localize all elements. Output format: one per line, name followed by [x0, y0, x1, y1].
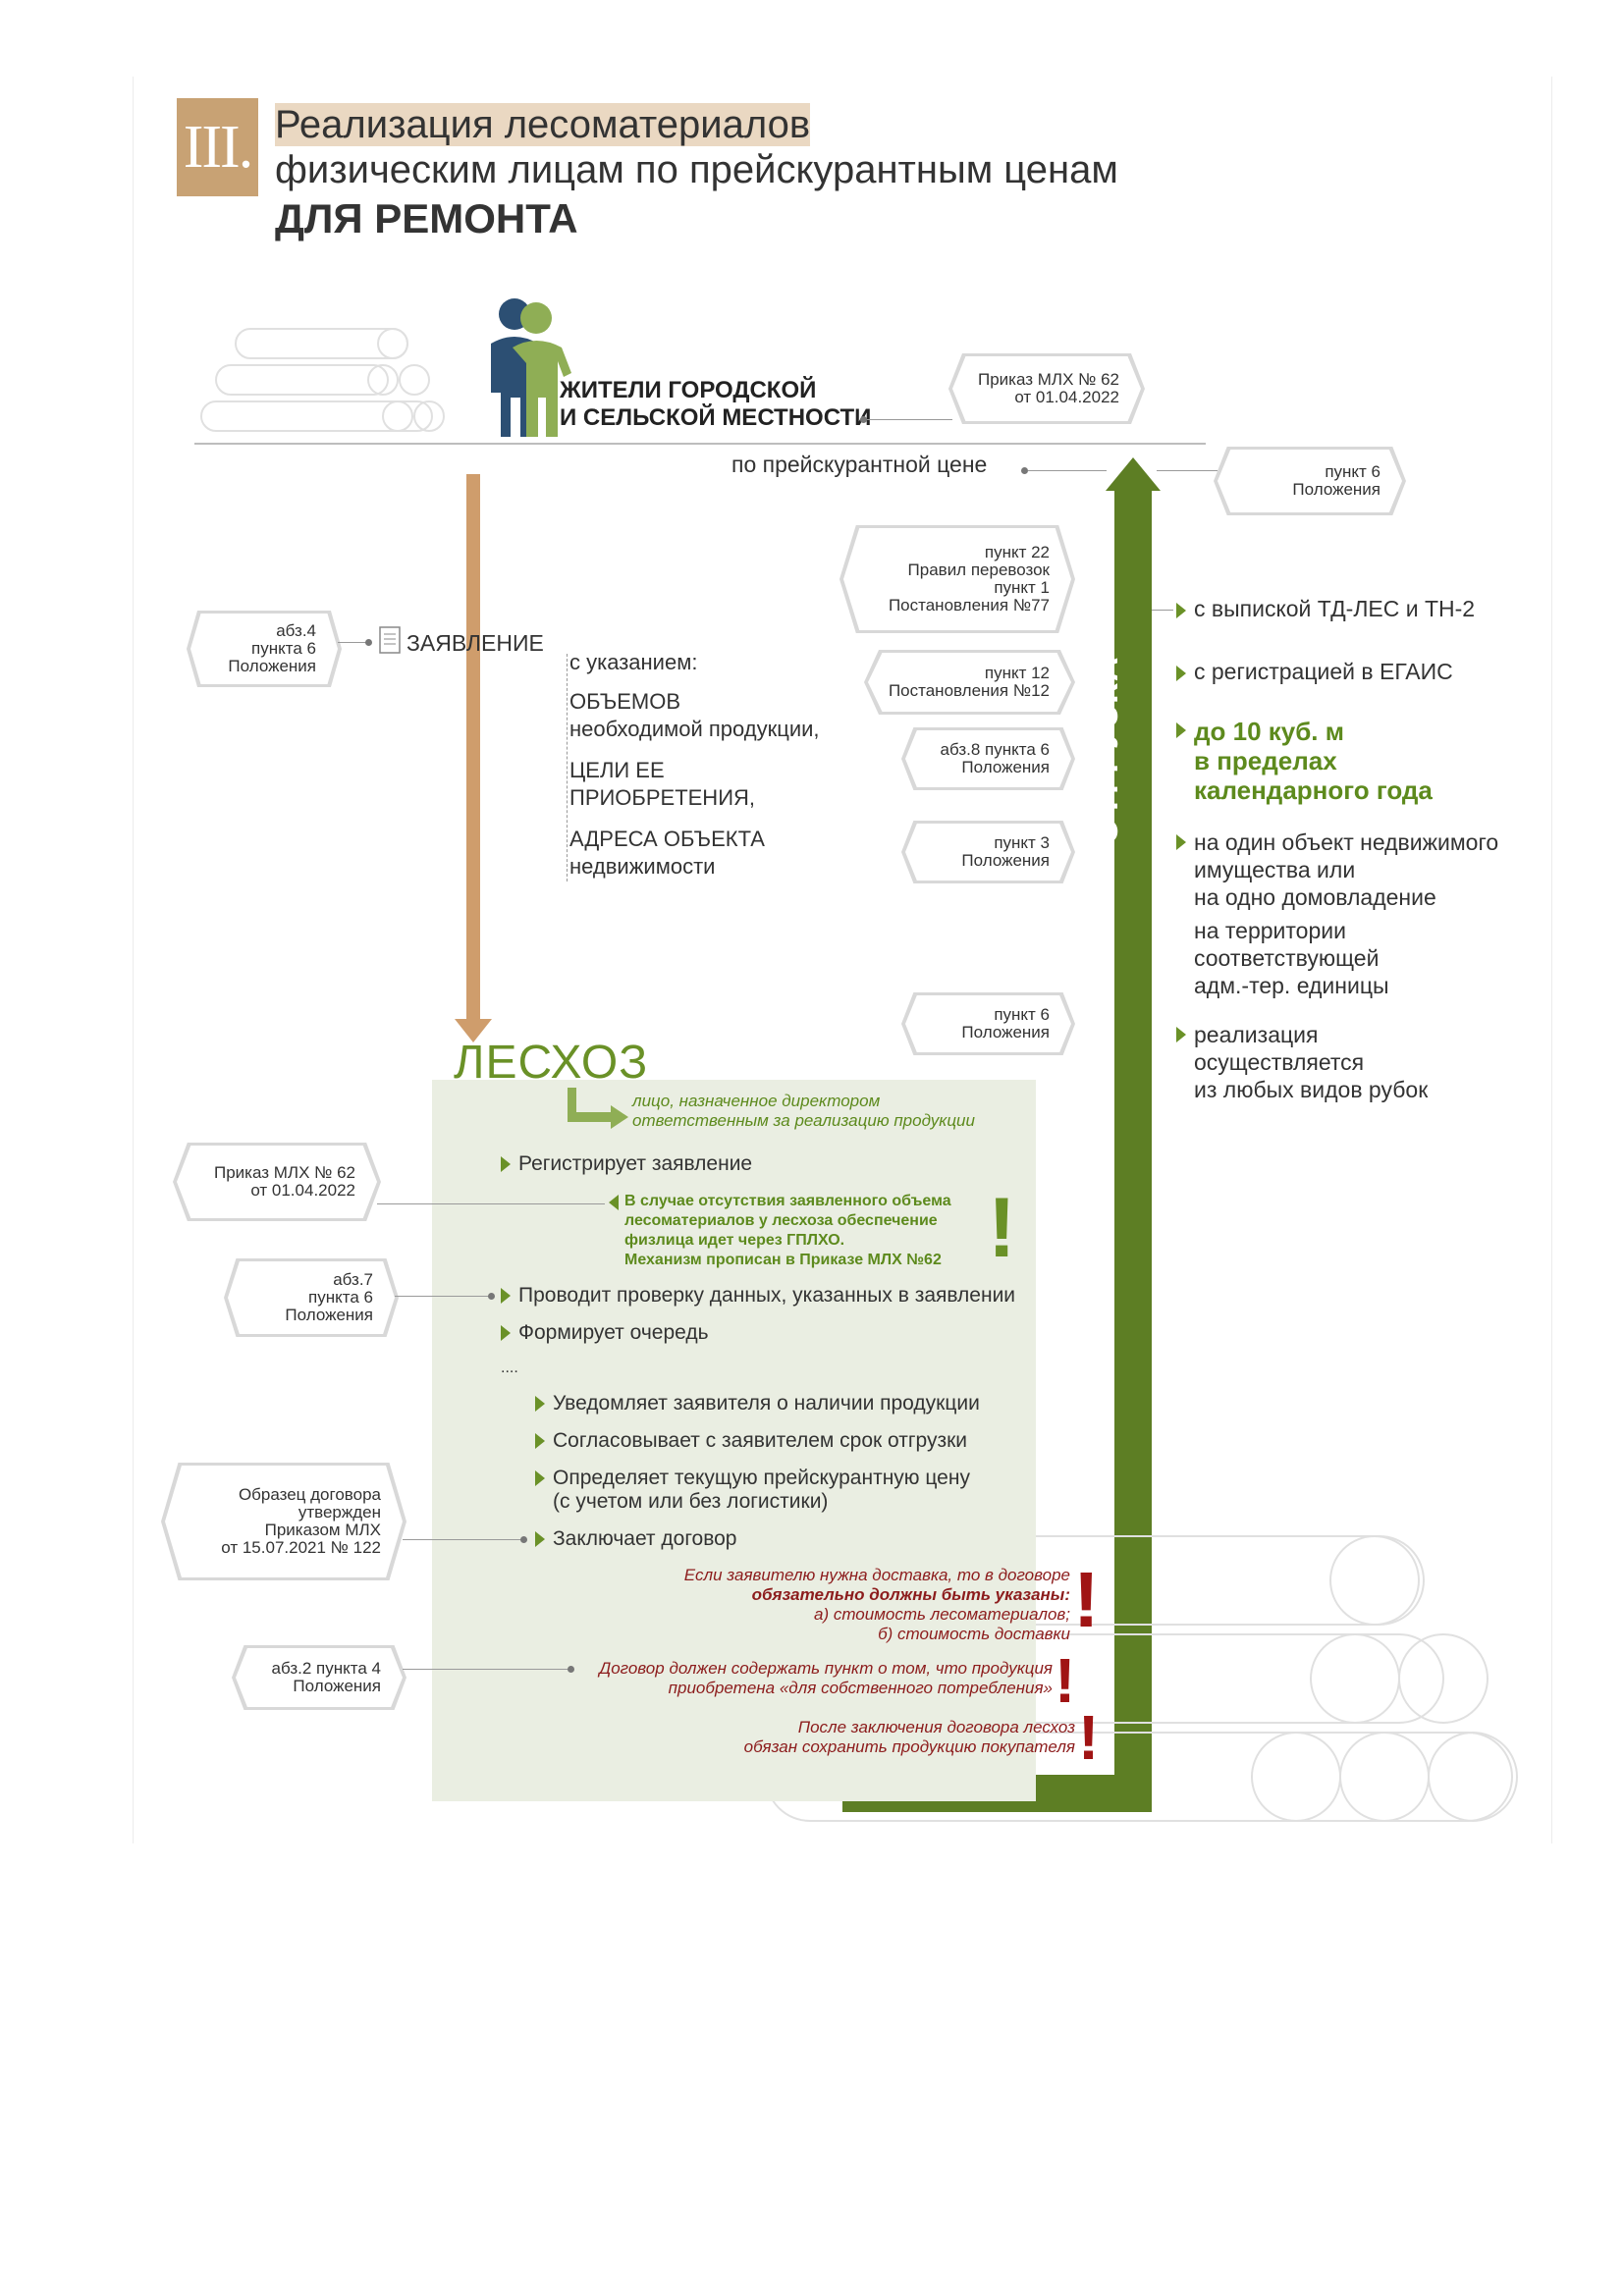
connector [403, 1539, 522, 1540]
title-line-3: ДЛЯ РЕМОНТА [275, 195, 578, 241]
exclamation-icon: ! [1055, 1645, 1076, 1716]
shipment-cuts: реализация осуществляется из любых видов… [1176, 1021, 1428, 1103]
leshoz-title: ЛЕСХОЗ [454, 1037, 649, 1089]
title-line-1: Реализация лесоматериалов [275, 103, 811, 146]
connector-dot [1021, 467, 1028, 474]
note-keep-products: После заключения договора лесхоз обязан … [743, 1718, 1075, 1756]
document-icon [379, 626, 401, 654]
step-register: Регистрирует заявление [501, 1152, 752, 1176]
application-intro: с указанием: [569, 650, 698, 674]
badge-abz2: абз.2 пункта 4 Положения [236, 1648, 403, 1707]
application-item-purpose: ЦЕЛИ ЕЕ ПРИОБРЕТЕНИЯ, [569, 758, 756, 810]
connector [403, 1669, 569, 1670]
application-bracket [567, 654, 568, 881]
application-label: ЗАЯВЛЕНИЕ [406, 630, 544, 656]
warning-gplho: В случае отсутствия заявленного объема л… [624, 1193, 951, 1268]
logs-icon [200, 328, 445, 432]
shipment-condition-td-les: с выпиской ТД-ЛЕС и ТН-2 [1176, 595, 1475, 622]
corner-arrow-icon [568, 1088, 628, 1129]
connector-dot [488, 1293, 495, 1300]
badge-abz7: абз.7 пункта 6 Положения [228, 1261, 395, 1334]
divider-line [194, 443, 1206, 445]
connector-dot [568, 1666, 574, 1673]
section-number: III. [177, 98, 258, 196]
shipment-territory: на территории соответствующей адм.-тер. … [1194, 918, 1389, 998]
connector-dot [365, 639, 372, 646]
badge-punkt6-mid: пункт 6 Положения [905, 995, 1071, 1052]
badge-prikaz-62-top: Приказ МЛХ № 62 от 01.04.2022 [952, 356, 1141, 421]
connector [864, 419, 952, 420]
step-check: Проводит проверку данных, указанных в за… [501, 1284, 1015, 1308]
connector-dot [520, 1536, 527, 1543]
shipment-arrow [1114, 491, 1152, 1777]
steps-ellipsis: .... [501, 1360, 518, 1376]
connector [1028, 470, 1107, 471]
application-arrow-head [455, 1019, 492, 1042]
people-icon [491, 298, 571, 437]
step-agree-date: Согласовывает с заявителем срок отгрузки [535, 1429, 967, 1453]
step-notify: Уведомляет заявителя о наличии продукции [535, 1392, 980, 1415]
exclamation-icon: ! [1073, 1556, 1100, 1643]
connector [1157, 470, 1218, 471]
step-price: Определяет текущую прейскурантную цену (… [535, 1467, 970, 1514]
warning-pointer-icon [609, 1195, 619, 1210]
badge-prikaz-62-mid: Приказ МЛХ № 62 от 01.04.2022 [177, 1146, 377, 1218]
badge-punkt12: пункт 12 Постановления №12 [868, 653, 1071, 712]
page-frame [133, 77, 1552, 1843]
badge-punkt3: пункт 3 Положения [905, 824, 1071, 881]
badge-abz8: абз.8 пункта 6 Положения [905, 730, 1071, 787]
application-item-address: АДРЕСА ОБЪЕКТА недвижимости [569, 827, 765, 879]
leshoz-responsible: лицо, назначенное директором ответственн… [632, 1092, 975, 1130]
badge-punkt22: пункт 22 Правил перевозок пункт 1 Постан… [843, 528, 1071, 630]
connector [338, 642, 367, 643]
badge-punkt6-top: пункт 6 Положения [1218, 450, 1402, 512]
connector [1152, 610, 1173, 611]
step-contract: Заключает договор [535, 1527, 736, 1551]
connector-dot [860, 416, 867, 423]
shipment-volume: до 10 куб. м в пределах календарного год… [1176, 717, 1433, 805]
price-label: по прейскурантной цене [731, 452, 988, 477]
application-arrow [466, 474, 480, 1019]
shipment-arrow-head [1106, 457, 1161, 491]
badge-obrazets: Образец договора утвержден Приказом МЛХ … [165, 1466, 403, 1577]
connector [395, 1296, 489, 1297]
shipment-object: на один объект недвижимого имущества или… [1176, 828, 1498, 911]
note-own-use: Договор должен содержать пункт о том, чт… [599, 1659, 1053, 1697]
note-delivery: Если заявителю нужна доставка, то в дого… [683, 1566, 1070, 1643]
shipment-label: ОТГРУЗКА [1088, 655, 1125, 844]
exclamation-icon: ! [1078, 1702, 1100, 1773]
shipment-condition-egais: с регистрацией в ЕГАИС [1176, 658, 1453, 685]
badge-abz4: абз.4 пункта 6 Положения [190, 614, 338, 684]
step-queue: Формирует очередь [501, 1321, 709, 1345]
title-line-2: физическим лицам по прейскурантным ценам [275, 148, 1118, 191]
connector [377, 1203, 605, 1204]
leshoz-panel [432, 1080, 1036, 1801]
application-item-volumes: ОБЪЕМОВ необходимой продукции, [569, 689, 820, 741]
warning-exclamation-icon: ! [988, 1181, 1016, 1275]
